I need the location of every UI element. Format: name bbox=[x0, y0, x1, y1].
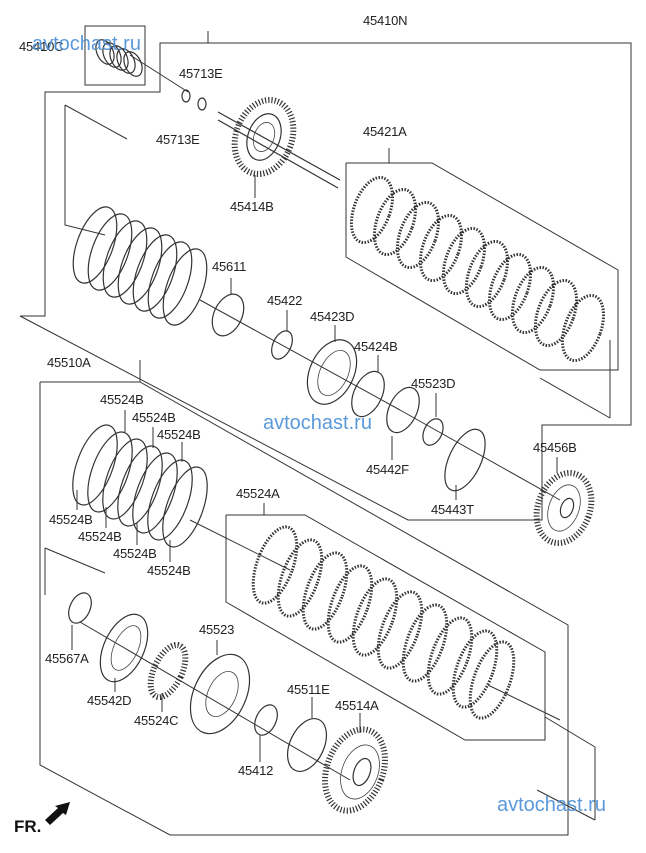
part-label-45611: 45611 bbox=[212, 259, 247, 274]
part-label-45524A: 45524A bbox=[236, 486, 280, 501]
snap-ring-set-upper bbox=[72, 206, 208, 326]
part-label-45524B: 45524B bbox=[113, 546, 157, 561]
part-label-45421A: 45421A bbox=[363, 124, 407, 139]
part-label-45524B: 45524B bbox=[157, 427, 201, 442]
leader-line bbox=[536, 789, 596, 821]
part-label-45410C: 45410C bbox=[19, 39, 64, 54]
group-outline-45524A bbox=[225, 514, 546, 741]
clutch-plates-45421A bbox=[349, 175, 606, 363]
shaft-gear-45414B bbox=[217, 97, 341, 189]
o-ring-45511E bbox=[286, 718, 328, 772]
seal-ring-45713E bbox=[197, 97, 207, 111]
part-label-45414B: 45414B bbox=[230, 199, 274, 214]
axis-line bbox=[199, 299, 401, 411]
snap-ring-45523D bbox=[422, 418, 444, 446]
part-label-45514A: 45514A bbox=[335, 698, 379, 713]
watermark: avtochast.ru bbox=[32, 33, 141, 55]
part-label-45523D: 45523D bbox=[411, 376, 456, 391]
o-ring-45422 bbox=[271, 330, 293, 360]
clutch-plates-45524A bbox=[251, 525, 516, 720]
axis-line bbox=[487, 684, 561, 721]
leader-line bbox=[44, 547, 106, 574]
watermark: avtochast.ru bbox=[263, 412, 372, 434]
plate-45542D bbox=[99, 613, 149, 683]
part-label-45423D: 45423D bbox=[310, 309, 355, 324]
part-label-45524B: 45524B bbox=[147, 563, 191, 578]
piston-45523 bbox=[189, 653, 251, 735]
part-label-45713E-top: 45713E bbox=[179, 66, 223, 81]
part-label-45524C: 45524C bbox=[134, 713, 179, 728]
snap-ring-45443T bbox=[444, 428, 486, 492]
front-arrow-icon bbox=[45, 802, 70, 825]
part-label-45424B: 45424B bbox=[354, 339, 398, 354]
seal-ring-45713E bbox=[181, 89, 191, 103]
part-label-45542D: 45542D bbox=[87, 693, 132, 708]
part-label-45524B: 45524B bbox=[49, 512, 93, 527]
part-label-45443T: 45443T bbox=[431, 502, 474, 517]
hub-45524C bbox=[147, 641, 189, 701]
axis-line bbox=[79, 621, 351, 781]
part-label-45524B: 45524B bbox=[132, 410, 176, 425]
axis-line bbox=[129, 54, 189, 93]
leader-line bbox=[64, 104, 128, 140]
group-outline-45421A bbox=[345, 162, 619, 371]
plate-45442F bbox=[386, 386, 420, 434]
o-ring-45611 bbox=[211, 293, 245, 337]
gear-hub-45514A bbox=[322, 726, 388, 814]
part-label-45713E-bottom: 45713E bbox=[156, 132, 200, 147]
part-label-45422: 45422 bbox=[267, 293, 303, 308]
leader-line bbox=[539, 377, 611, 419]
part-label-45412: 45412 bbox=[238, 763, 274, 778]
part-label-45524B: 45524B bbox=[78, 529, 122, 544]
watermark: avtochast.ru bbox=[497, 794, 606, 816]
snap-ring-45567A bbox=[68, 592, 92, 624]
leader-line bbox=[64, 105, 106, 236]
part-label-45442F: 45442F bbox=[366, 462, 409, 477]
axis-line bbox=[189, 519, 291, 571]
o-ring-45412 bbox=[254, 704, 278, 736]
axis-line bbox=[399, 409, 561, 501]
part-label-45511E: 45511E bbox=[287, 682, 330, 697]
part-label-45410N: 45410N bbox=[363, 13, 408, 28]
group-outline-45410C bbox=[84, 25, 146, 86]
part-label-45524B: 45524B bbox=[100, 392, 144, 407]
retainer-45424B bbox=[351, 370, 385, 418]
part-label-45523: 45523 bbox=[199, 622, 235, 637]
part-label-45510A: 45510A bbox=[47, 355, 91, 370]
front-direction-label: FR. bbox=[14, 817, 42, 836]
leader-line bbox=[544, 716, 596, 748]
snap-ring-set-45524B bbox=[72, 424, 208, 548]
part-label-45567A: 45567A bbox=[45, 651, 89, 666]
group-outline-45410N bbox=[19, 31, 632, 521]
spring-45410C bbox=[95, 39, 143, 77]
gear-hub-45456B bbox=[533, 470, 595, 546]
piston-45423D bbox=[306, 339, 358, 405]
part-label-45456B: 45456B bbox=[533, 440, 577, 455]
